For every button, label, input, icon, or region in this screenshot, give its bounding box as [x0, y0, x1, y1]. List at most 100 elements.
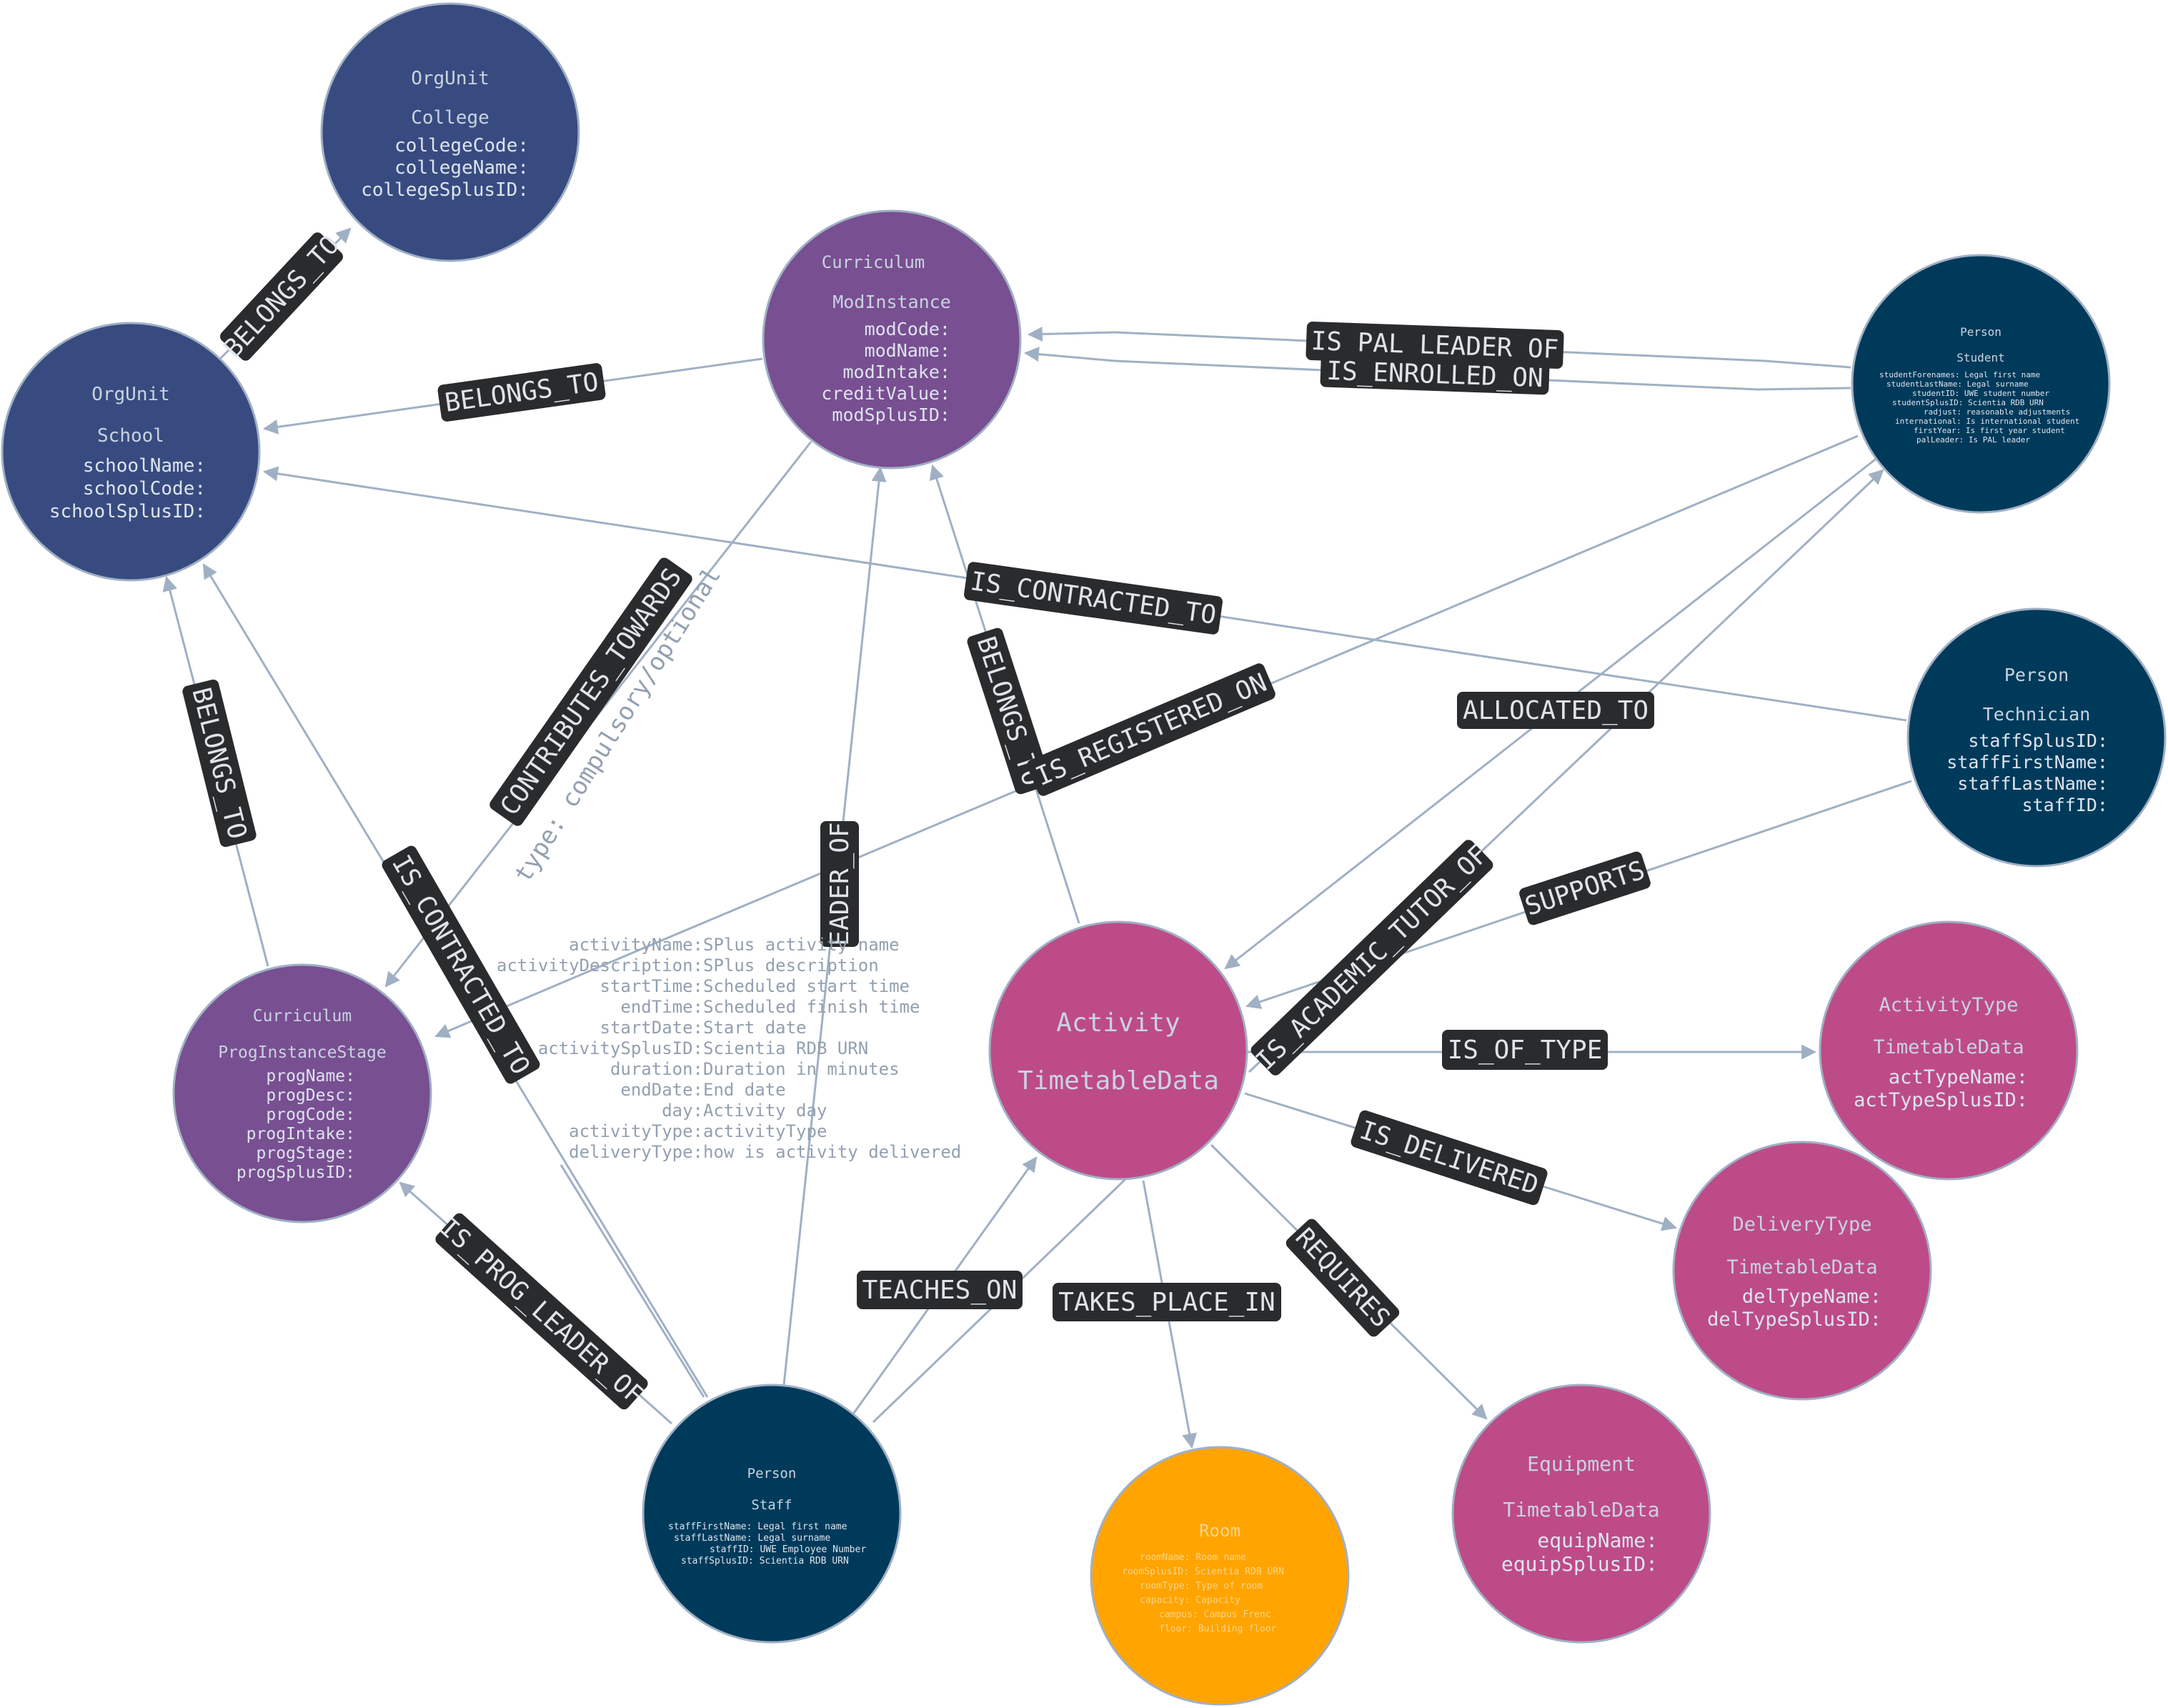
- node-staff-circle[interactable]: [642, 1384, 902, 1644]
- node-equipment[interactable]: Equipment TimetableData equipName: equip…: [1451, 1384, 1711, 1644]
- activity-prop-value: Scientia RDB URN: [703, 1038, 868, 1058]
- rel-is-enrolled-on[interactable]: IS_ENROLLED_ON: [1320, 354, 1550, 395]
- rel-is-contracted-to-tech[interactable]: IS_CONTRACTED_TO: [963, 561, 1223, 635]
- node-room-prop: campus: Campus Frenc: [1159, 1609, 1271, 1620]
- node-staff-label: Person: [747, 1466, 797, 1481]
- node-student[interactable]: Person Student studentForenames: Legal f…: [1851, 254, 2111, 514]
- activity-prop-value: SPlus activity name: [703, 935, 900, 955]
- rel-allocated-to[interactable]: ALLOCATED_TO: [1457, 692, 1654, 729]
- node-student-circle[interactable]: [1851, 254, 2111, 514]
- node-school-prop: schoolSplusID:: [49, 501, 206, 522]
- node-deliverytype-subtitle: TimetableData: [1726, 1256, 1877, 1278]
- node-deliverytype-circle[interactable]: [1672, 1141, 1932, 1401]
- node-modinstance[interactable]: Curriculum ModInstance modCode: modName:…: [762, 209, 1022, 470]
- node-proginstancestage[interactable]: Curriculum ProgInstanceStage progName: p…: [172, 963, 432, 1223]
- node-deliverytype-label: DeliveryType: [1732, 1213, 1871, 1236]
- rel-is-prog-leader-of[interactable]: IS_PROG_LEADER_OF: [431, 1209, 652, 1414]
- node-room-label: Room: [1199, 1521, 1240, 1541]
- edges: [162, 227, 1912, 1449]
- node-staff-prop: staffID: UWE Employee Number: [710, 1544, 866, 1555]
- rel-is-delivered[interactable]: IS_DELIVERED: [1349, 1109, 1548, 1207]
- node-technician-label: Person: [2004, 665, 2069, 685]
- svg-text:IS_REGISTERED_ON: IS_REGISTERED_ON: [1032, 668, 1271, 792]
- node-activity-circle[interactable]: [988, 920, 1248, 1181]
- node-equipment-label: Equipment: [1527, 1452, 1636, 1476]
- node-student-prop: studentLastName: Legal surname: [1886, 379, 2029, 389]
- node-staff-prop: staffSplusID: Scientia RDB URN: [681, 1556, 849, 1567]
- node-school-circle[interactable]: [1, 322, 261, 582]
- edge-student-registered-on-activity: [434, 435, 1859, 1038]
- rel-belongs-to-school-prog[interactable]: BELONGS_TO: [182, 678, 258, 848]
- node-college[interactable]: OrgUnit College collegeCode: collegeName…: [320, 2, 580, 262]
- node-proginstancestage-prop: progStage:: [257, 1144, 355, 1163]
- rel-module-leader-of[interactable]: EADER_OF: [820, 821, 859, 947]
- node-student-prop: studentID: UWE student number: [1912, 389, 2049, 398]
- activity-prop-value: how is activity delivered: [703, 1142, 961, 1162]
- rel-is-of-type[interactable]: IS_OF_TYPE: [1442, 1030, 1608, 1070]
- node-deliverytype[interactable]: DeliveryType TimetableData delTypeName: …: [1672, 1141, 1932, 1401]
- node-college-label: OrgUnit: [411, 68, 489, 89]
- node-school-label: OrgUnit: [91, 384, 170, 405]
- node-equipment-subtitle: TimetableData: [1503, 1498, 1659, 1521]
- node-activity[interactable]: Activity TimetableData: [988, 920, 1248, 1181]
- node-school-prop: schoolName:: [83, 455, 206, 477]
- node-student-subtitle: Student: [1956, 351, 2004, 364]
- node-staff-prop: staffLastName: Legal surname: [674, 1533, 830, 1544]
- node-college-prop: collegeName:: [394, 157, 529, 179]
- node-activity-subtitle: TimetableData: [1018, 1066, 1219, 1096]
- activity-prop-value: Start date: [703, 1018, 807, 1038]
- activity-prop-value: Duration in minutes: [703, 1059, 900, 1079]
- node-proginstancestage-circle[interactable]: [172, 963, 432, 1223]
- svg-text:TAKES_PLACE_IN: TAKES_PLACE_IN: [1058, 1288, 1275, 1317]
- rel-is-registered-on[interactable]: IS_REGISTERED_ON: [1025, 662, 1277, 798]
- activity-prop-line: duration:: [610, 1059, 703, 1079]
- node-room[interactable]: Room roomName: Room name roomSplusID: Sc…: [1090, 1446, 1350, 1706]
- node-equipment-prop: equipName:: [1537, 1529, 1658, 1552]
- node-deliverytype-prop: delTypeName:: [1742, 1286, 1881, 1308]
- svg-text:IS_PROG_LEADER_OF: IS_PROG_LEADER_OF: [434, 1213, 649, 1411]
- rel-requires[interactable]: REQUIRES: [1284, 1216, 1402, 1339]
- rel-belongs-to-college[interactable]: BELONGS_TO: [214, 227, 348, 366]
- node-activitytype-circle[interactable]: [1819, 920, 2079, 1181]
- node-modinstance-circle[interactable]: [762, 209, 1022, 470]
- svg-text:IS_OF_TYPE: IS_OF_TYPE: [1448, 1036, 1603, 1065]
- node-student-prop: studentSplusID: Scientia RDB URN: [1892, 398, 2044, 407]
- rel-takes-place-in[interactable]: TAKES_PLACE_IN: [1053, 1283, 1281, 1321]
- node-modinstance-prop: creditValue:: [821, 383, 950, 404]
- rel-supports[interactable]: SUPPORTS: [1518, 850, 1652, 927]
- svg-text:EADER_OF: EADER_OF: [825, 822, 855, 945]
- node-activitytype[interactable]: ActivityType TimetableData actTypeName: …: [1819, 920, 2079, 1181]
- node-proginstancestage-prop: progSplusID:: [237, 1163, 355, 1182]
- rel-teaches-on[interactable]: TEACHES_ON: [857, 1271, 1023, 1309]
- node-proginstancestage-prop: progName:: [266, 1067, 355, 1086]
- node-school[interactable]: OrgUnit School schoolName: schoolCode: s…: [1, 322, 261, 582]
- activity-properties-block: activityName: SPlus activity name activi…: [497, 935, 961, 1162]
- node-student-prop: studentForenames: Legal first name: [1879, 370, 2040, 379]
- node-equipment-circle[interactable]: [1451, 1384, 1711, 1644]
- node-technician[interactable]: Person Technician staffSplusID: staffFir…: [1906, 607, 2167, 868]
- node-staff[interactable]: Person Staff staffFirstName: Legal first…: [642, 1384, 902, 1644]
- node-modinstance-prop: modSplusID:: [832, 404, 950, 425]
- rel-belongs-to-school-mod[interactable]: BELONGS_TO: [437, 362, 607, 422]
- activity-prop-line: endDate:: [620, 1080, 703, 1100]
- node-room-prop: floor: Building floor: [1159, 1624, 1277, 1634]
- activity-prop-value: SPlus description: [703, 955, 879, 975]
- node-student-prop: radjust: reasonable adjustments: [1924, 407, 2070, 417]
- node-technician-prop: staffID:: [2022, 795, 2108, 815]
- node-college-circle[interactable]: [320, 2, 580, 262]
- activity-prop-line: day:: [662, 1101, 703, 1121]
- node-student-prop: international: Is international student: [1895, 417, 2079, 426]
- svg-text:BELONGS_TO: BELONGS_TO: [218, 230, 345, 363]
- node-room-prop: capacity: Capacity: [1140, 1595, 1240, 1606]
- node-college-prop: collegeCode:: [394, 135, 529, 157]
- node-technician-prop: staffLastName:: [1957, 773, 2108, 794]
- node-technician-circle[interactable]: [1906, 607, 2167, 868]
- node-student-prop: palLeader: Is PAL leader: [1916, 435, 2030, 445]
- node-deliverytype-prop: delTypeSplusID:: [1707, 1309, 1881, 1331]
- node-activitytype-label: ActivityType: [1879, 994, 2018, 1016]
- activity-prop-value: Scheduled finish time: [703, 997, 920, 1017]
- node-school-subtitle: School: [97, 425, 164, 447]
- node-room-circle[interactable]: [1090, 1446, 1350, 1706]
